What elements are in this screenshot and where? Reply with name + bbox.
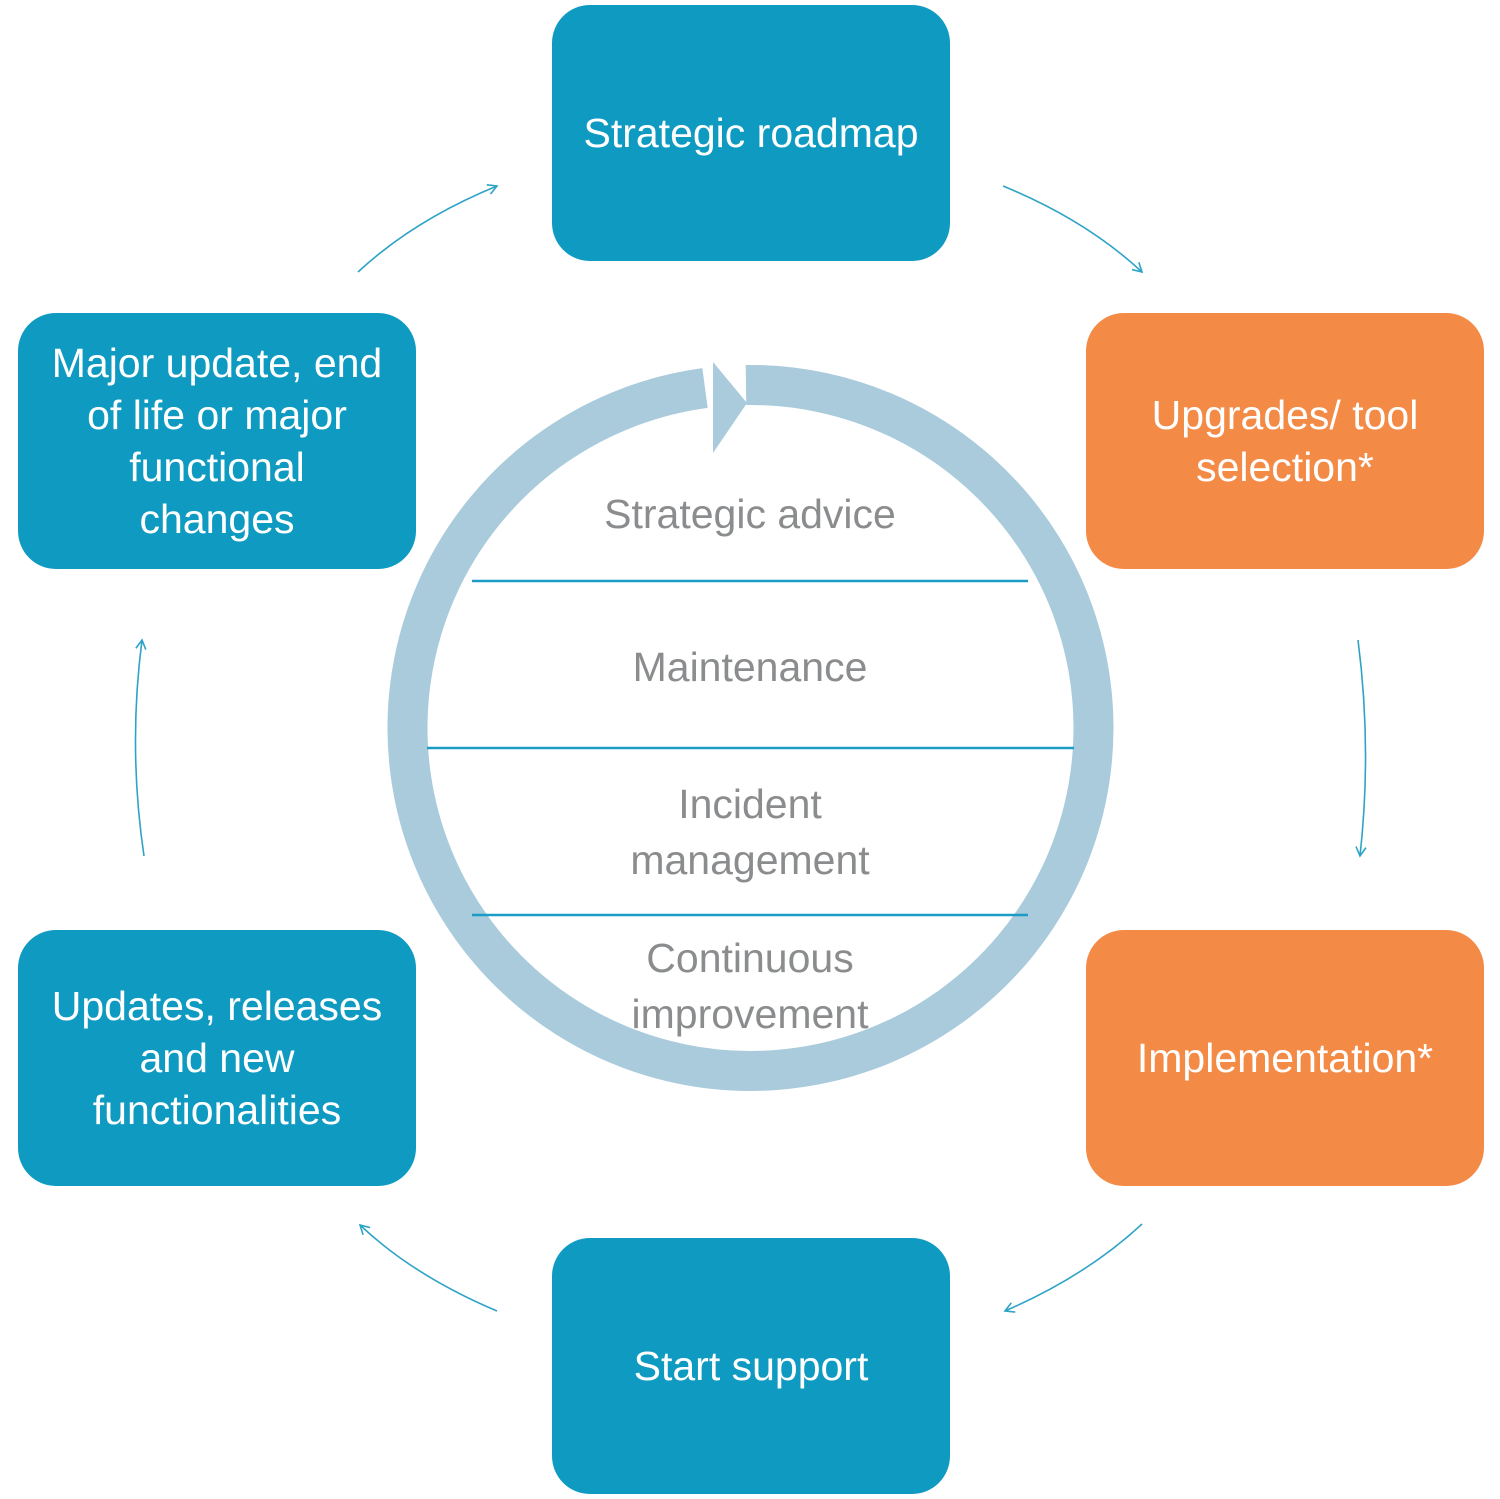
center-section-incident-management: Incident management xyxy=(630,781,870,883)
arrow-updates-to-major-update xyxy=(134,638,147,857)
arrow-support-to-updates xyxy=(358,1223,498,1312)
start-support-label: Start support xyxy=(633,1343,869,1389)
center-section-maintenance: Maintenance xyxy=(632,644,868,690)
upgrades-tool-selection-label: Upgrades/ tool selection* xyxy=(1151,392,1419,490)
implementation-box: Implementation* xyxy=(1086,930,1484,1186)
center-section-continuous-improvement: Continuous improvement xyxy=(631,935,869,1037)
strategic-roadmap-label: Strategic roadmap xyxy=(583,110,919,156)
updates-releases-box: Updates, releases and new functionalitie… xyxy=(18,930,416,1186)
updates-releases-label: Updates, releases and new functionalitie… xyxy=(51,983,383,1133)
major-update-label: Major update, end of life or major funct… xyxy=(51,340,383,542)
start-support-box: Start support xyxy=(552,1238,950,1494)
cycle-arrow-head xyxy=(713,362,747,453)
center-section-strategic-advice: Strategic advice xyxy=(604,491,896,537)
major-update-box: Major update, end of life or major funct… xyxy=(18,313,416,569)
arrow-major-update-to-roadmap xyxy=(357,183,499,273)
upgrades-tool-selection-box: Upgrades/ tool selection* xyxy=(1086,313,1484,569)
arrow-upgrades-to-implementation xyxy=(1355,639,1367,858)
cycle-ring xyxy=(387,364,1114,1091)
implementation-label: Implementation* xyxy=(1136,1035,1434,1081)
arrow-roadmap-to-upgrades xyxy=(1002,185,1144,274)
arrow-implementation-to-support xyxy=(1003,1223,1143,1313)
strategic-roadmap-box: Strategic roadmap xyxy=(552,5,950,261)
